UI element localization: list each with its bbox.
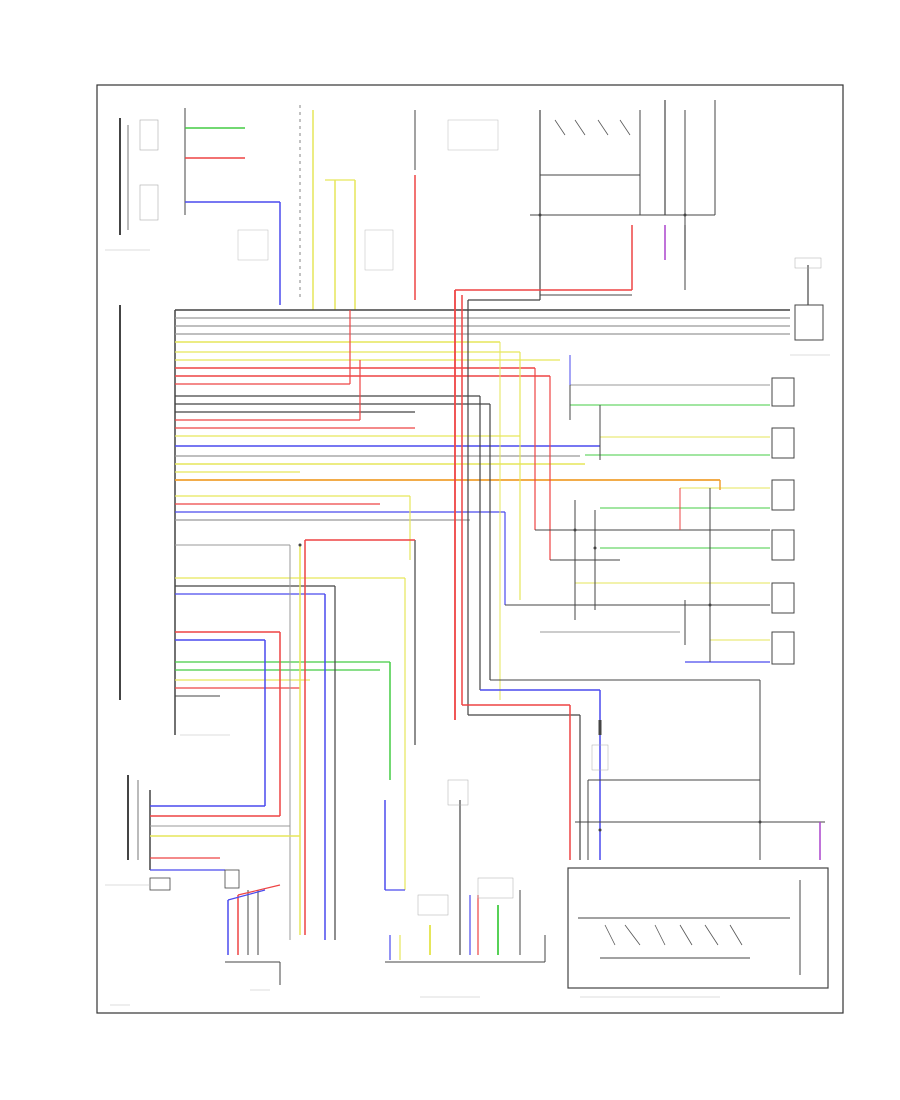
- main-control-unit: [119, 305, 790, 735]
- top-left-sensor: [119, 105, 301, 305]
- antenna: [794, 257, 824, 341]
- top-switch-block: [530, 100, 716, 300]
- top-connectors: [312, 110, 499, 310]
- diagram-frame: [96, 84, 844, 1014]
- bottom-right-control-box: [567, 867, 829, 989]
- bottom-connectors: [225, 779, 546, 985]
- junction-dots: [298, 213, 762, 832]
- speaker-connectors: [505, 355, 795, 665]
- label-ticks: [105, 249, 830, 1006]
- bottom-left-switch: [127, 632, 300, 891]
- main-harness: [175, 317, 790, 697]
- center-right-module: [462, 679, 825, 860]
- vertical-harness: [289, 289, 632, 940]
